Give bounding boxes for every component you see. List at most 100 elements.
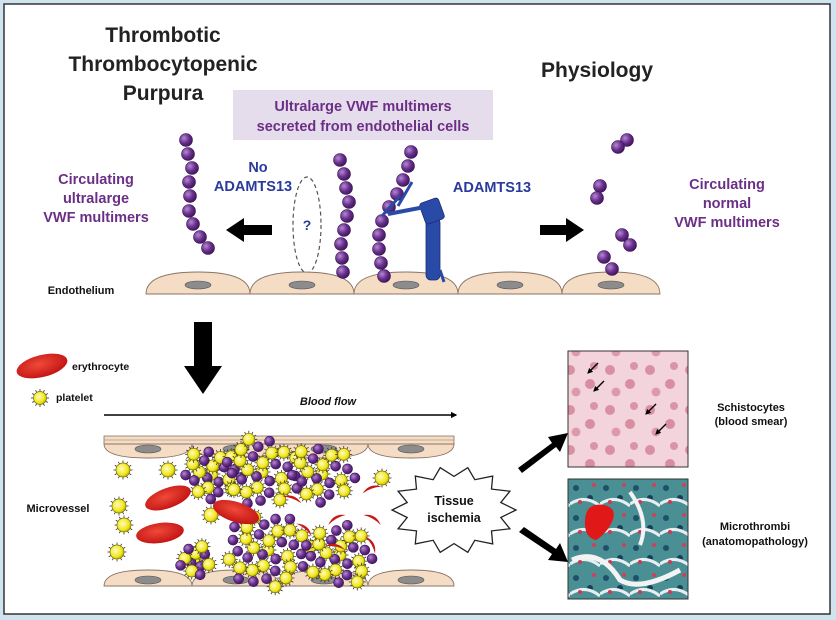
platelet xyxy=(193,538,211,556)
vwf-bead xyxy=(324,477,335,489)
schistocyte-fragment xyxy=(363,514,381,525)
vwf-bead xyxy=(348,542,359,553)
platelet xyxy=(271,491,289,509)
cell-nucleus xyxy=(397,444,425,454)
legend-erythrocyte-icon xyxy=(16,353,68,379)
platelet xyxy=(225,481,243,499)
vwf-bead xyxy=(597,250,611,264)
vwf-bead xyxy=(236,474,248,485)
circ-ul-line2: ultralarge xyxy=(63,191,129,207)
erythrocyte xyxy=(212,499,260,525)
vwf-bead xyxy=(263,487,275,499)
circulating-ultralarge-label: Circulating ultralarge VWF multimers xyxy=(43,172,149,226)
vwf-bead xyxy=(313,443,324,455)
vwf-bead xyxy=(229,521,240,533)
platelet xyxy=(293,527,311,545)
vwf-bead xyxy=(201,241,215,255)
vwf-bead xyxy=(340,209,354,223)
arrow-to-smear xyxy=(518,433,568,473)
legend-platelet-icon xyxy=(31,389,49,407)
platelet xyxy=(245,539,263,557)
vwf-bead xyxy=(396,173,410,187)
ttp-title: Thrombotic Thrombocytopenic Purpura xyxy=(68,24,257,105)
vwf-bead xyxy=(611,140,625,154)
platelet xyxy=(231,452,249,470)
vwf-bead xyxy=(339,181,353,195)
blood-flow-label: Blood flow xyxy=(300,396,358,408)
platelet xyxy=(232,440,250,458)
vwf-bead xyxy=(227,534,239,546)
vwf-bead xyxy=(286,469,298,481)
platelet xyxy=(275,480,293,498)
vwf-bead xyxy=(255,495,266,506)
vwf-bead xyxy=(213,476,225,488)
platelet-vwf-clump xyxy=(286,443,361,508)
platelet xyxy=(304,563,322,581)
vwf-bead xyxy=(333,153,347,167)
adamts13-enzyme xyxy=(380,181,446,283)
arrow-left xyxy=(226,218,272,242)
cell-nucleus xyxy=(397,575,425,585)
vwf-bead xyxy=(205,493,217,505)
secretion-box-bg xyxy=(233,90,493,140)
secretion-line2: secreted from endothelial cells xyxy=(257,119,470,135)
vwf-bead xyxy=(359,544,371,556)
legend-platelet-label: platelet xyxy=(56,392,93,404)
vwf-bead xyxy=(182,175,196,189)
platelet xyxy=(201,505,221,525)
cell-nucleus xyxy=(134,575,162,585)
platelet xyxy=(220,550,238,568)
microvessel-label: Microvessel xyxy=(27,503,90,515)
question-mark: ? xyxy=(303,217,312,233)
platelet xyxy=(372,468,392,488)
vwf-bead xyxy=(213,486,224,498)
erythrocyte xyxy=(145,485,191,511)
vwf-bead xyxy=(620,133,634,147)
vwf-bead xyxy=(270,553,282,565)
circ-n-line3: VWF multimers xyxy=(674,215,780,231)
vwf-bead xyxy=(194,569,206,581)
vwf-bead xyxy=(615,228,629,242)
arrow-to-histology xyxy=(519,527,568,562)
platelet-vwf-clump xyxy=(221,430,305,509)
vwf-bead xyxy=(296,476,308,487)
vwf-bead xyxy=(185,161,199,175)
cell-nucleus xyxy=(496,280,524,290)
vwf-bead xyxy=(180,469,191,481)
platelet xyxy=(316,565,334,583)
vwf-bead xyxy=(284,513,296,525)
vwf-bead xyxy=(232,545,244,557)
vwf-bead xyxy=(242,552,253,563)
vwf-bead xyxy=(248,576,259,587)
no-adamts13-line2: ADAMTS13 xyxy=(214,179,292,195)
vwf-bead xyxy=(297,561,309,572)
platelet xyxy=(114,515,134,535)
platelet xyxy=(107,542,127,562)
platelet xyxy=(240,430,258,448)
platelet-vwf-clump xyxy=(180,445,247,505)
platelet xyxy=(254,454,272,472)
vwf-bead xyxy=(193,230,207,244)
vwf-bead xyxy=(186,217,200,231)
platelet xyxy=(353,562,371,580)
platelet xyxy=(200,556,218,574)
circ-n-line2: normal xyxy=(703,196,751,212)
vwf-bead xyxy=(372,228,386,242)
vwf-bead xyxy=(261,573,272,585)
platelet xyxy=(109,496,129,516)
vwf-bead xyxy=(203,446,215,458)
platelet xyxy=(335,445,353,463)
microvessel xyxy=(103,430,455,596)
adamts13-label: ADAMTS13 xyxy=(453,180,531,196)
vwf-bead xyxy=(305,550,317,562)
legend: erythrocyte platelet xyxy=(16,353,129,407)
circ-ul-line3: VWF multimers xyxy=(43,210,149,226)
vwf-bead xyxy=(330,460,341,472)
microthrombi-line1: Microthrombi xyxy=(720,521,790,533)
vwf-bead xyxy=(183,543,194,555)
vwf-bead xyxy=(623,238,637,252)
physiology-title: Physiology xyxy=(541,59,653,82)
vwf-bead xyxy=(337,167,351,181)
cell-nucleus xyxy=(134,444,162,454)
